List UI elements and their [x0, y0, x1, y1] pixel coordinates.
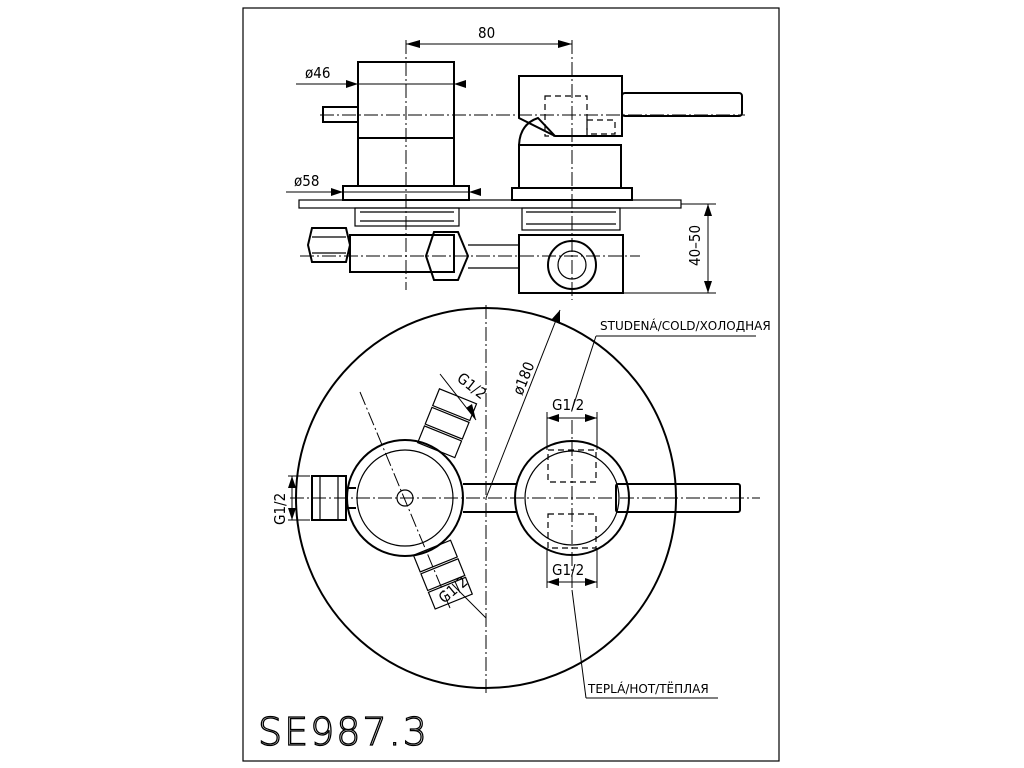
dim-80-label: 80 — [478, 24, 495, 42]
dim-58-label: ø58 — [294, 172, 319, 190]
left-fitting — [311, 475, 347, 521]
cold-callout: STUDENÁ/COLD/ХОЛОДНАЯ — [600, 318, 771, 333]
drawing-frame — [242, 7, 780, 762]
dim-40-50-label: 40–50 — [686, 225, 704, 266]
left-knob-inner — [356, 449, 454, 547]
hot-callout: TEPLÁ/HOT/TЁПЛАЯ — [587, 681, 709, 696]
right-knob-inner — [524, 450, 620, 546]
right-dome — [518, 116, 556, 146]
right-lever — [615, 483, 741, 513]
right-body-lower — [518, 234, 624, 294]
wall-plate — [298, 199, 682, 209]
front-view: ø180 — [271, 305, 771, 699]
left-body-nut — [354, 207, 460, 227]
right-sleeve — [518, 144, 622, 189]
dim-46-label: ø46 — [305, 64, 330, 82]
thread-right-upper-label: G1/2 — [552, 396, 584, 414]
left-hex-nut — [306, 227, 352, 263]
thread-left-label: G1/2 — [271, 493, 289, 525]
side-view: 80 ø46 ø58 40–50 — [286, 24, 745, 300]
center-hex-nut — [424, 231, 470, 281]
thread-right-lower-label: G1/2 — [552, 561, 584, 579]
right-body-nut — [521, 207, 621, 231]
right-lever-arm — [621, 92, 743, 117]
right-knob-outer — [514, 440, 630, 556]
left-body-lower — [349, 234, 455, 273]
model-number: SE987.3 — [258, 710, 429, 754]
left-knob-center — [396, 489, 414, 507]
right-lever-head — [518, 75, 623, 137]
dim-180-label: ø180 — [509, 359, 538, 397]
